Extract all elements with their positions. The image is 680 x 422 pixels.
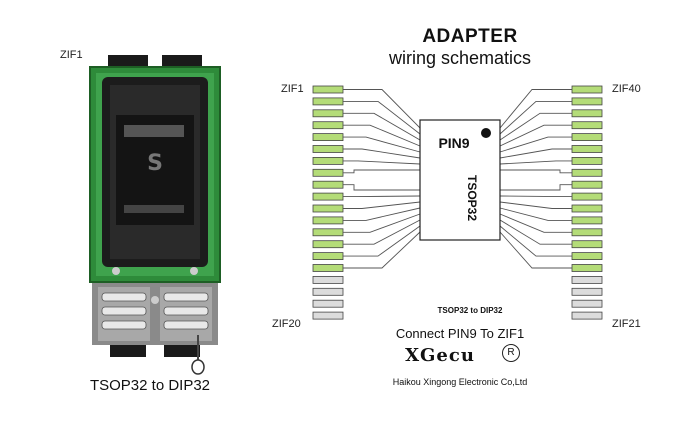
zif-pad-left — [312, 275, 344, 284]
zif20-label: ZIF20 — [272, 318, 301, 330]
tsop32-chip — [419, 119, 501, 241]
wire-trace — [343, 219, 421, 245]
wire-trace — [499, 124, 572, 147]
zif40-label: ZIF40 — [612, 83, 641, 95]
wire-trace — [343, 124, 421, 147]
wire-trace — [343, 148, 421, 159]
socket-top-tab — [108, 55, 148, 69]
zif-pad-left — [312, 121, 344, 130]
wire-trace — [499, 136, 572, 153]
zif-pad-right — [571, 97, 603, 106]
zif-pad-right — [571, 228, 603, 237]
wire-trace — [499, 219, 572, 245]
pin1-dot — [481, 128, 491, 138]
zif-pad-right — [571, 121, 603, 130]
zif-pad-left — [312, 204, 344, 213]
zif-pad-left — [312, 252, 344, 261]
schematic-title: ADAPTER — [422, 26, 518, 47]
zif-pad-left — [312, 133, 344, 141]
zif21-label: ZIF21 — [612, 318, 641, 330]
zif-pad-right — [571, 157, 603, 165]
zif-pad-left — [312, 240, 344, 249]
zif-pad-right — [571, 311, 603, 320]
wire-trace — [499, 213, 572, 233]
wire-trace — [343, 231, 421, 269]
zif-pad-right — [571, 168, 603, 177]
zif-lever — [191, 359, 205, 375]
zif-pad-left — [312, 216, 344, 225]
connect-note: Connect PIN9 To ZIF1 — [395, 326, 525, 341]
zif-pad-left — [312, 109, 344, 118]
wire-trace — [499, 195, 572, 198]
wire-trace — [499, 112, 572, 141]
pin9-label: PIN9 — [438, 135, 469, 151]
zif-pad-right — [571, 287, 603, 296]
zif-pad-left — [312, 299, 344, 308]
wire-trace — [343, 195, 421, 198]
wire-trace — [499, 201, 572, 209]
wire-trace — [343, 207, 421, 221]
wire-trace — [500, 169, 572, 174]
zif-pad-left — [312, 264, 344, 272]
zif-pad-right — [571, 275, 603, 284]
wire-trace — [343, 213, 421, 233]
zif-pad-right — [571, 85, 603, 94]
wire-trace — [500, 184, 572, 191]
zif-pad-left — [312, 192, 344, 201]
zif-pad-right — [571, 180, 603, 189]
photo-caption: TSOP32 to DIP32 — [89, 377, 211, 394]
zif-pad-right — [571, 252, 603, 261]
zif-pad-left — [312, 145, 344, 153]
wire-trace — [343, 201, 421, 209]
wire-trace — [343, 89, 421, 129]
svg-text:S: S — [147, 151, 163, 176]
zif-pad-left — [312, 157, 344, 165]
wire-trace — [343, 160, 421, 165]
zif-pad-left — [312, 168, 344, 177]
zif-pad-left — [312, 85, 344, 94]
zif-pad-right — [571, 240, 603, 249]
wire-trace — [343, 100, 421, 135]
zif1-photo-label: ZIF1 — [60, 49, 83, 61]
zif-pad-right — [571, 299, 603, 308]
wire-trace — [343, 225, 421, 257]
zif-pad-right — [571, 264, 603, 272]
wire-trace — [499, 225, 572, 257]
company-name: Haikou Xingong Electronic Co,Ltd — [392, 377, 528, 387]
zif-pad-right — [571, 109, 603, 118]
adapter-photo: S — [89, 55, 221, 375]
zif-pad-right — [571, 216, 603, 225]
wire-trace — [343, 136, 421, 153]
zif-pad-left — [312, 97, 344, 106]
wire-trace — [499, 89, 572, 129]
wire-trace — [343, 169, 420, 174]
socket-bottom-tab — [110, 345, 146, 357]
socket-bottom-tab — [164, 345, 200, 357]
zif-pad-left — [312, 311, 344, 320]
adapter-caption: TSOP32 to DIP32 — [437, 306, 503, 315]
zif-pad-left — [312, 228, 344, 237]
chip-name: TSOP32 — [465, 175, 479, 221]
schematic-subtitle: wiring schematics — [388, 48, 532, 68]
wire-trace — [499, 231, 572, 269]
zif-pad-right — [571, 204, 603, 213]
wire-trace — [499, 100, 572, 135]
zif-pad-right — [571, 145, 603, 153]
zif-pad-right — [571, 133, 603, 141]
wire-trace — [499, 160, 572, 165]
zif-pad-left — [312, 287, 344, 296]
wire-trace — [343, 184, 420, 191]
registered-mark: R — [502, 344, 520, 362]
zif1-label: ZIF1 — [281, 83, 304, 95]
wire-trace — [499, 148, 572, 159]
zif-pad-left — [312, 180, 344, 189]
zif-pad-right — [571, 192, 603, 201]
wire-trace — [343, 112, 421, 141]
wire-trace — [499, 207, 572, 221]
socket-top-tab — [162, 55, 202, 69]
brand-logo: XGecu — [405, 345, 475, 366]
